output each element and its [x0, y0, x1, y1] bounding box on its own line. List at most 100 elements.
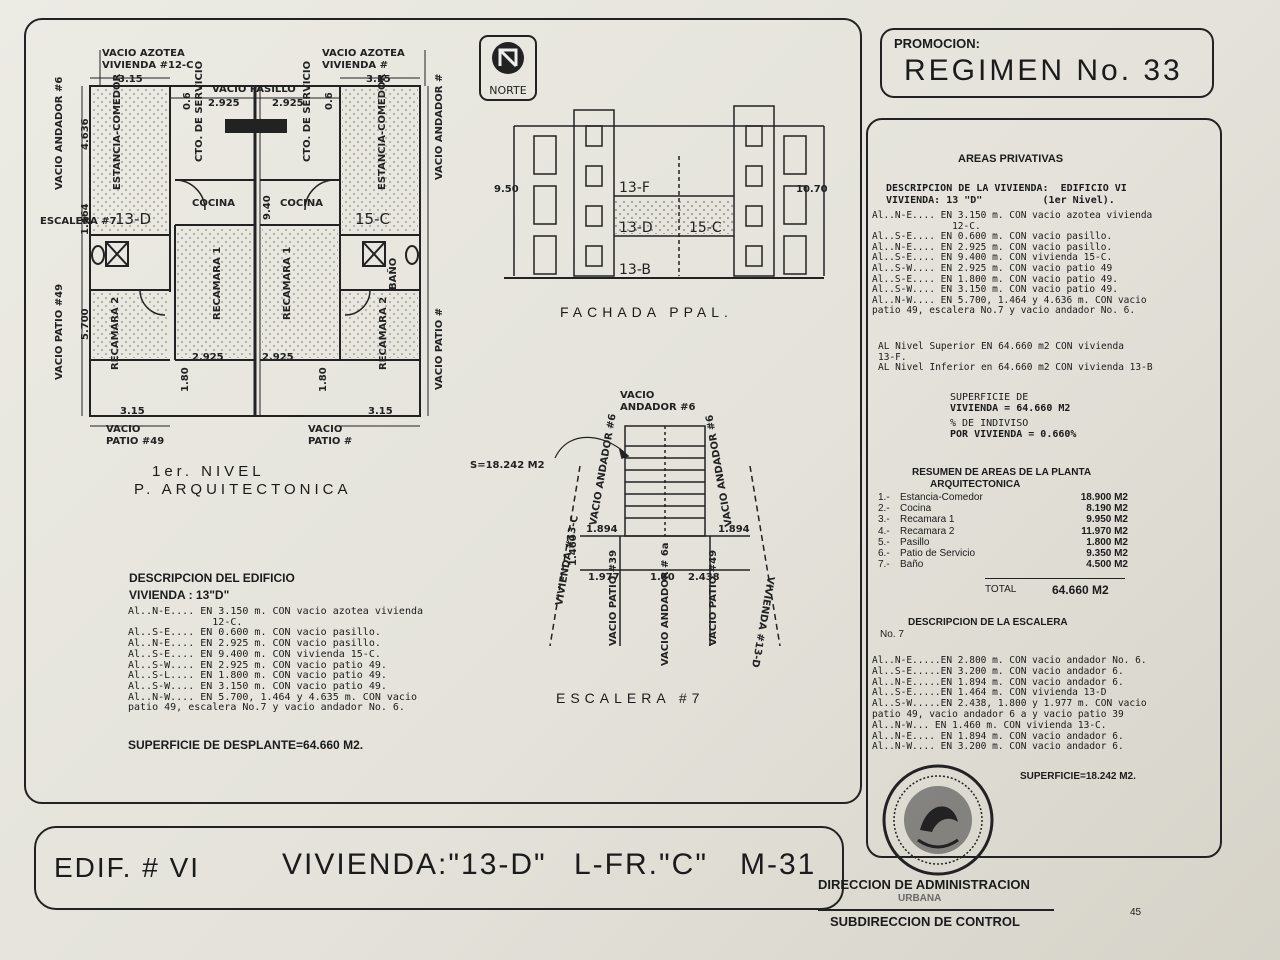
facade-drawing: 13-F 13-D 15-C 13-B 9.50 10.70 — [494, 105, 828, 279]
area-num: 1.- — [878, 492, 890, 503]
label-vacio-azotea-right: VACIO AZOTEA — [322, 48, 405, 59]
escalera-line: Al..N-E.....EN 1.894 m. CON vacio andado… — [872, 676, 1124, 688]
escalera-line: Al..N-W... EN 1.460 m. CON vivienda 13-C… — [872, 719, 1107, 731]
desc-line: Al..N-W.... EN 5.700, 1.464 y 4.636 m. C… — [872, 294, 1147, 306]
label-vacio-andador-left: VACIO ANDADOR #6 — [54, 77, 65, 190]
stair-top-vacio: VACIO — [620, 390, 654, 401]
area-name: Pasillo — [900, 536, 930, 548]
total-label: TOTAL — [985, 584, 1017, 595]
nivel-lines: AL Nivel Superior EN 64.660 m2 CON vivie… — [878, 341, 1153, 374]
label-vacio-pasillo: VACIO PASILLO — [212, 84, 296, 95]
stair-andador-mid: VACIO ANDADOR # 6a — [660, 542, 671, 666]
facade-unit-13b: 13-B — [619, 262, 651, 278]
facade-unit-15c: 15-C — [689, 220, 722, 236]
indiviso-label: % DE INDIVISO — [950, 418, 1029, 429]
nivel-inferior: AL Nivel Inferior en 64.660 m2 CON vivie… — [878, 362, 1153, 374]
regimen-number: REGIMEN No. 33 — [904, 54, 1183, 87]
footer-edif: EDIF. # VI — [54, 852, 201, 883]
dim-4636: 4.636 — [80, 118, 91, 150]
area-value: 1.800 M2 — [1086, 536, 1128, 548]
desc-line: Al..S-W.... EN 2.925 m. CON vacio patio … — [872, 262, 1113, 274]
stair-andador-right: VACIO ANDADOR #6 — [704, 414, 735, 528]
stair-patio-right: VACIO PATIO #49 — [708, 550, 719, 646]
footer-lote: L-FR."C" — [574, 848, 708, 881]
superficie-value: VIVIENDA = 64.660 M2 — [950, 403, 1071, 414]
facade-height-left: 9.50 — [494, 184, 519, 195]
areas-privativas-title: AREAS PRIVATIVAS — [958, 153, 1064, 165]
building-desc-line: Al..N-W.... EN 5.700, 1.464 y 4.635 m. C… — [128, 691, 417, 703]
footer-urbana: URBANA — [898, 893, 942, 904]
desc-line: patio 49, escalera No.7 y vacio andador … — [872, 305, 1136, 317]
footer-signature-line — [818, 909, 1054, 911]
stair-viv-right: VIVIENDA #13-D — [749, 575, 776, 668]
area-name: Recamara 1 — [900, 514, 955, 526]
resumen-sub: ARQUITECTONICA — [930, 479, 1021, 490]
escalera-line: Al..S-W.....EN 2.438, 1.800 y 1.977 m. C… — [872, 698, 1147, 710]
stair-dim-1894-left: 1.894 — [586, 524, 618, 535]
label-bottom-vacio-right: VACIO — [308, 424, 342, 435]
area-name: Recamara 2 — [900, 525, 955, 537]
nivel-superior: AL Nivel Superior EN 64.660 m2 CON vivie… — [878, 341, 1124, 352]
dim-5700: 5.700 — [80, 308, 91, 340]
area-value: 11.970 M2 — [1081, 525, 1128, 537]
dim-940: 9.40 — [262, 195, 273, 220]
label-bottom-patio-right: PATIO # — [308, 436, 352, 447]
stair-patio-left: VACIO PATIO #39 — [608, 550, 619, 646]
area-value: 9.950 M2 — [1086, 514, 1128, 526]
dim-06-left: 0.6 — [182, 92, 193, 110]
area-row: 3.- Recamara 1 9.950 M2 — [878, 514, 1128, 525]
area-name: Baño — [900, 559, 924, 571]
plan-title-arq: P. ARQUITECTONICA — [134, 481, 352, 498]
floor-plan: VACIO AZOTEA VIVIENDA #12-C VACIO AZOTEA… — [40, 48, 445, 447]
dim-315-bottom-right: 3.15 — [368, 406, 393, 417]
stair-andador-left: VACIO ANDADOR #6 — [588, 413, 619, 527]
stair-top-andador: ANDADOR #6 — [620, 402, 696, 413]
escalera-line: Al..N-E.....EN 2.800 m. CON vacio andado… — [872, 655, 1147, 666]
room-cto-servicio-left: CTO. DE SERVICIO — [194, 61, 205, 162]
desc-line: Al..S-W.... EN 3.150 m. CON vacio patio … — [872, 284, 1118, 296]
footer-vivienda: VIVIENDA:"13-D" — [282, 848, 547, 881]
building-desc-line: Al..N-E.... EN 2.925 m. CON vacio pasill… — [128, 638, 381, 650]
label-vacio-patio-left: VACIO PATIO #49 — [54, 284, 65, 380]
room-estancia-left: ESTANCIA-COMEDOR — [112, 73, 123, 190]
north-label: NORTE — [489, 84, 526, 97]
stair-dim-1460: 1.460 — [568, 534, 579, 566]
area-num: 4.- — [878, 525, 890, 537]
stair-dim-1977: 1.977 — [588, 572, 620, 583]
room-recamara2-left: RECAMARA 2 — [110, 297, 121, 370]
label-vacio-patio-right: VACIO PATIO # — [434, 308, 445, 390]
promocion-label: PROMOCION: — [894, 36, 980, 51]
area-value: 18.900 M2 — [1080, 492, 1128, 503]
plan-frame — [24, 18, 862, 804]
dim-315-right: 3.15 — [366, 74, 391, 85]
page-number: 45 — [1130, 907, 1142, 918]
escalera-desc-lines: Al..N-E.....EN 2.800 m. CON vacio andado… — [872, 655, 1147, 753]
area-row: 4.- Recamara 2 11.970 M2 — [878, 526, 1128, 537]
label-vivienda-right: VIVIENDA # — [322, 60, 388, 71]
facade-title: FACHADA PPAL. — [560, 304, 733, 320]
building-desc-lines: Al..N-E.... EN 3.150 m. CON vacio azotea… — [128, 606, 423, 714]
escalera-desc-no: No. 7 — [880, 629, 904, 640]
dim-1464: 1.464 — [80, 203, 91, 235]
dim-315-left: 3.15 — [118, 74, 143, 85]
area-num: 2.- — [878, 503, 890, 515]
escalera-line: Al..N-E.... EN 1.894 m. CON vacio andado… — [872, 730, 1124, 742]
area-num: 3.- — [878, 514, 890, 526]
area-name: Patio de Servicio — [900, 548, 976, 560]
building-desc-title: DESCRIPCION DEL EDIFICIO — [129, 571, 295, 585]
dim-06-right: 0.6 — [324, 92, 335, 110]
total-value: 64.660 M2 — [1052, 583, 1109, 597]
north-compass-icon: NORTE — [479, 35, 537, 101]
footer-direccion: DIRECCION DE ADMINISTRACION — [818, 877, 1030, 892]
desc-vivienda-title: DESCRIPCION DE LA VIVIENDA: EDIFICIO VI — [886, 183, 1127, 194]
label-vivienda-12c: VIVIENDA #12-C — [102, 60, 193, 71]
stair-title: ESCALERA #7 — [556, 690, 705, 706]
label-bottom-vacio-left: VACIO — [106, 424, 140, 435]
building-desc-line: Al..S-E.... EN 9.400 m. CON vivienda 15-… — [128, 648, 381, 660]
area-value: 4.500 M2 — [1086, 559, 1128, 571]
room-recamara1-right: RECAMARA 1 — [282, 247, 293, 320]
